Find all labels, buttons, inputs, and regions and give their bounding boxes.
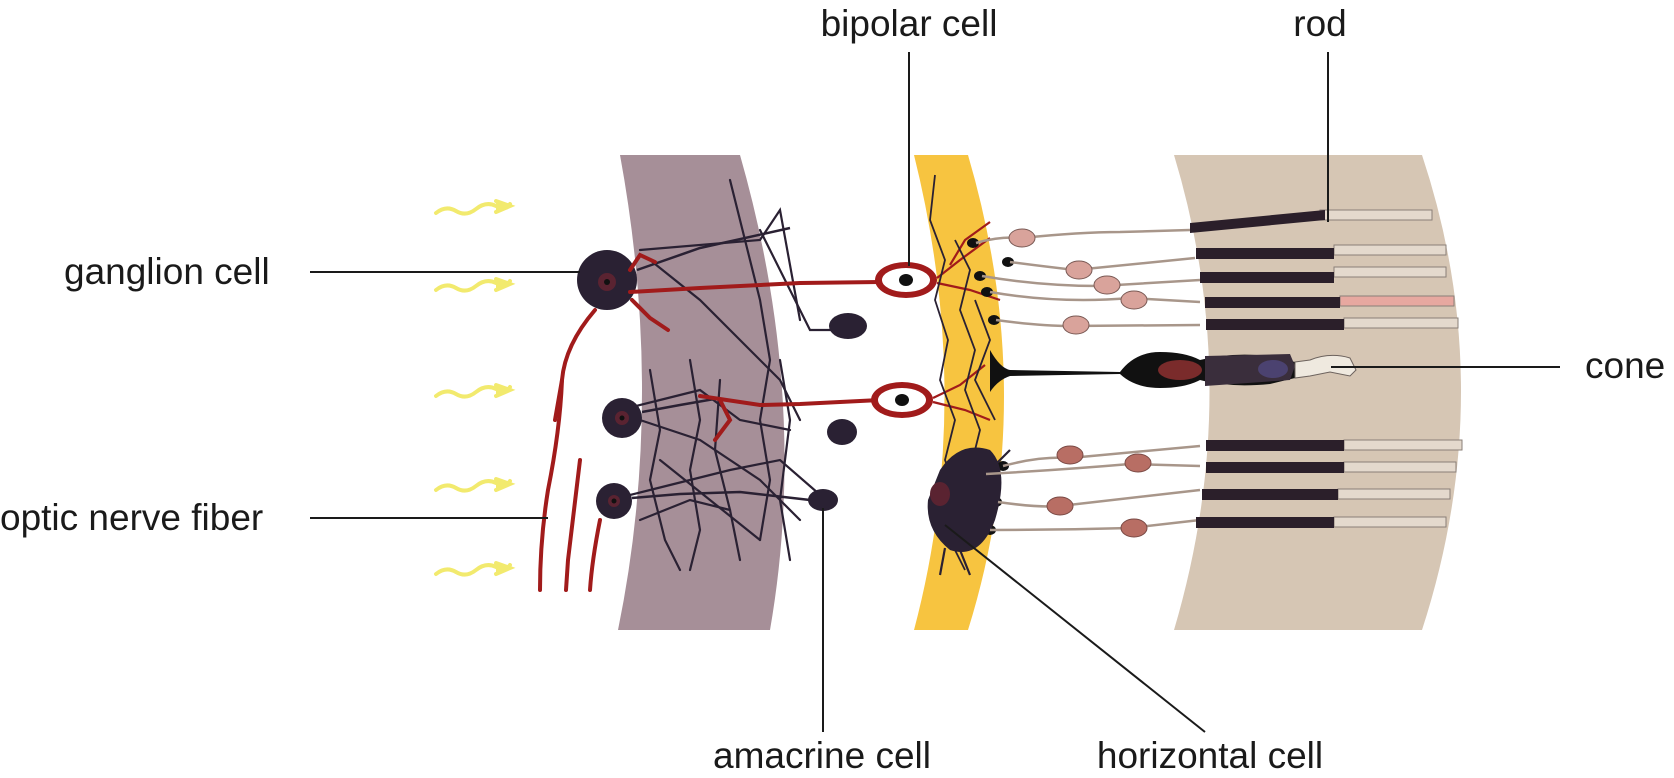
rod-somas [1008,228,1148,335]
ganglion-layer [618,155,785,630]
light-arrow-icon [434,199,516,216]
light-arrow-icon [434,561,516,577]
label-horizontal-cell: horizontal cell [1097,735,1323,776]
label-cone: cone [1585,345,1665,386]
cone-cell [990,350,1357,392]
amacrine-cell-bodies [808,313,867,511]
rods [1190,209,1463,528]
light-arrows [434,199,516,577]
bipolar-cells [871,221,1001,422]
amacrine-dendrites [608,178,842,572]
light-arrow-icon [434,277,516,293]
label-amacrine-cell: amacrine cell [713,735,931,776]
label-ganglion-cell: ganglion cell [64,251,270,292]
label-bipolar-cell: bipolar cell [821,3,998,44]
label-rod: rod [1293,3,1346,44]
light-arrow-icon [434,477,516,493]
red-fibers [538,252,882,592]
label-optic-nerve-fiber: optic nerve fiber [0,497,263,538]
rod-somas-lower [1046,445,1152,538]
light-arrow-icon [434,383,516,399]
leader-lines [310,52,1560,733]
ganglion-cells [577,226,811,519]
